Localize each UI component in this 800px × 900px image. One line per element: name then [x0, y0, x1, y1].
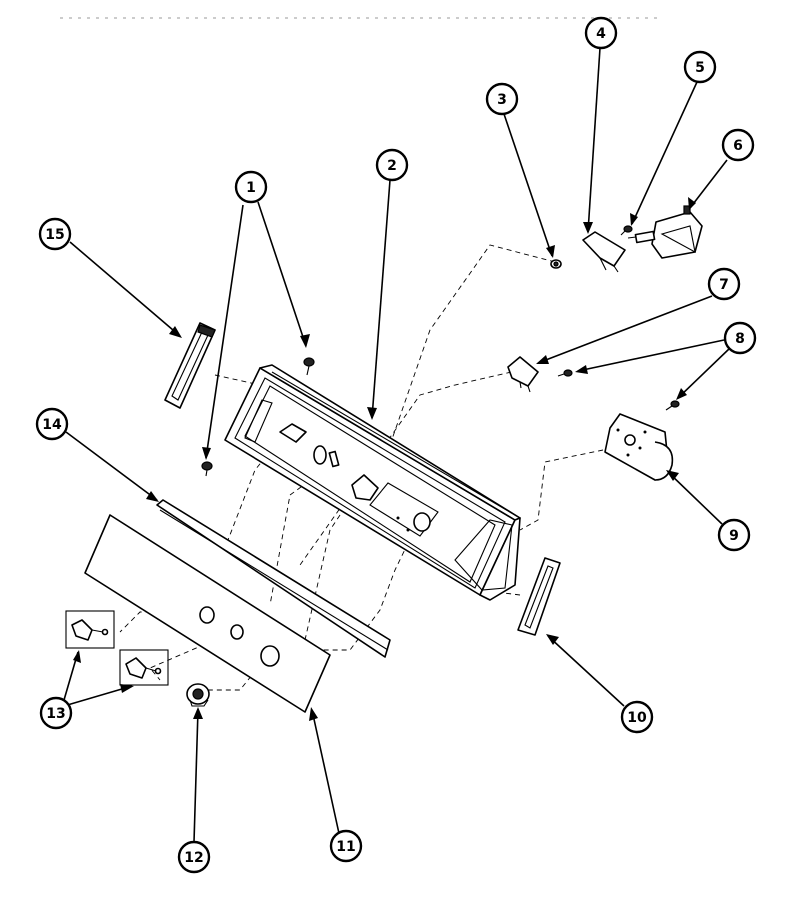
- callout-1: 1: [234, 170, 268, 204]
- screw-2: [201, 461, 213, 477]
- callout-12-label: 12: [184, 850, 203, 866]
- callout-9: 9: [717, 518, 751, 552]
- panel-hole-1: [199, 606, 215, 624]
- callout-13: 13: [39, 696, 73, 730]
- switch-boxes: [65, 610, 169, 686]
- callout-3-label: 3: [497, 92, 507, 108]
- callout-8: 8: [723, 321, 757, 355]
- mounting-bracket: [582, 231, 626, 273]
- callout-6-label: 6: [733, 138, 743, 154]
- left-end-cap: [164, 322, 216, 409]
- callout-14-label: 14: [42, 417, 62, 433]
- callout-13-label: 13: [46, 706, 65, 722]
- callout-2: 2: [375, 148, 409, 182]
- callout-10-label: 10: [627, 710, 647, 726]
- switch-box-2: [119, 649, 169, 686]
- console-timer-window: [369, 482, 439, 537]
- callout-8-label: 8: [735, 331, 745, 347]
- callout-2-label: 2: [387, 158, 397, 174]
- trim-strip: [156, 499, 391, 658]
- screw-3: [557, 369, 573, 377]
- callout-10: 10: [620, 700, 654, 734]
- panel-hole-2: [230, 624, 244, 640]
- timer-screws: [557, 369, 680, 411]
- callout-7-label: 7: [719, 277, 729, 293]
- push-switch: [507, 356, 539, 393]
- control-panel: [84, 514, 331, 713]
- callout-7: 7: [707, 267, 741, 301]
- leader-arrowheads: [73, 197, 696, 721]
- timer-motor: [604, 413, 674, 481]
- console-round-hole: [313, 445, 327, 465]
- switch-box-1: [65, 610, 115, 649]
- hex-nut: [550, 259, 562, 269]
- callout-1-label: 1: [246, 180, 256, 196]
- console-small-slot: [328, 450, 340, 468]
- callout-5-label: 5: [695, 60, 705, 76]
- leader-lines: [63, 47, 731, 843]
- panel-hole-3: [260, 645, 280, 667]
- callout-4-label: 4: [596, 26, 606, 42]
- right-end-cap: [517, 557, 561, 636]
- console-switch-opening: [279, 423, 307, 443]
- screw-1: [303, 357, 315, 376]
- callout-15-label: 15: [45, 227, 64, 243]
- callout-4: 4: [584, 16, 618, 50]
- callout-11: 11: [329, 829, 363, 863]
- screw-4: [665, 400, 680, 411]
- callout-6: 6: [721, 128, 755, 162]
- callout-15: 15: [38, 217, 72, 251]
- mounting-screws: [201, 357, 315, 477]
- callout-9-label: 9: [729, 528, 739, 544]
- rotary-switch: [627, 205, 703, 259]
- control-knob: [186, 683, 210, 707]
- console-knob-opening: [351, 474, 379, 501]
- control-console-housing: [224, 364, 521, 601]
- callout-11-label: 11: [336, 839, 355, 855]
- callout-14: 14: [35, 407, 69, 441]
- callout-3: 3: [485, 82, 519, 116]
- callout-12: 12: [177, 840, 211, 874]
- callout-5: 5: [683, 50, 717, 84]
- bracket-screw: [620, 225, 633, 236]
